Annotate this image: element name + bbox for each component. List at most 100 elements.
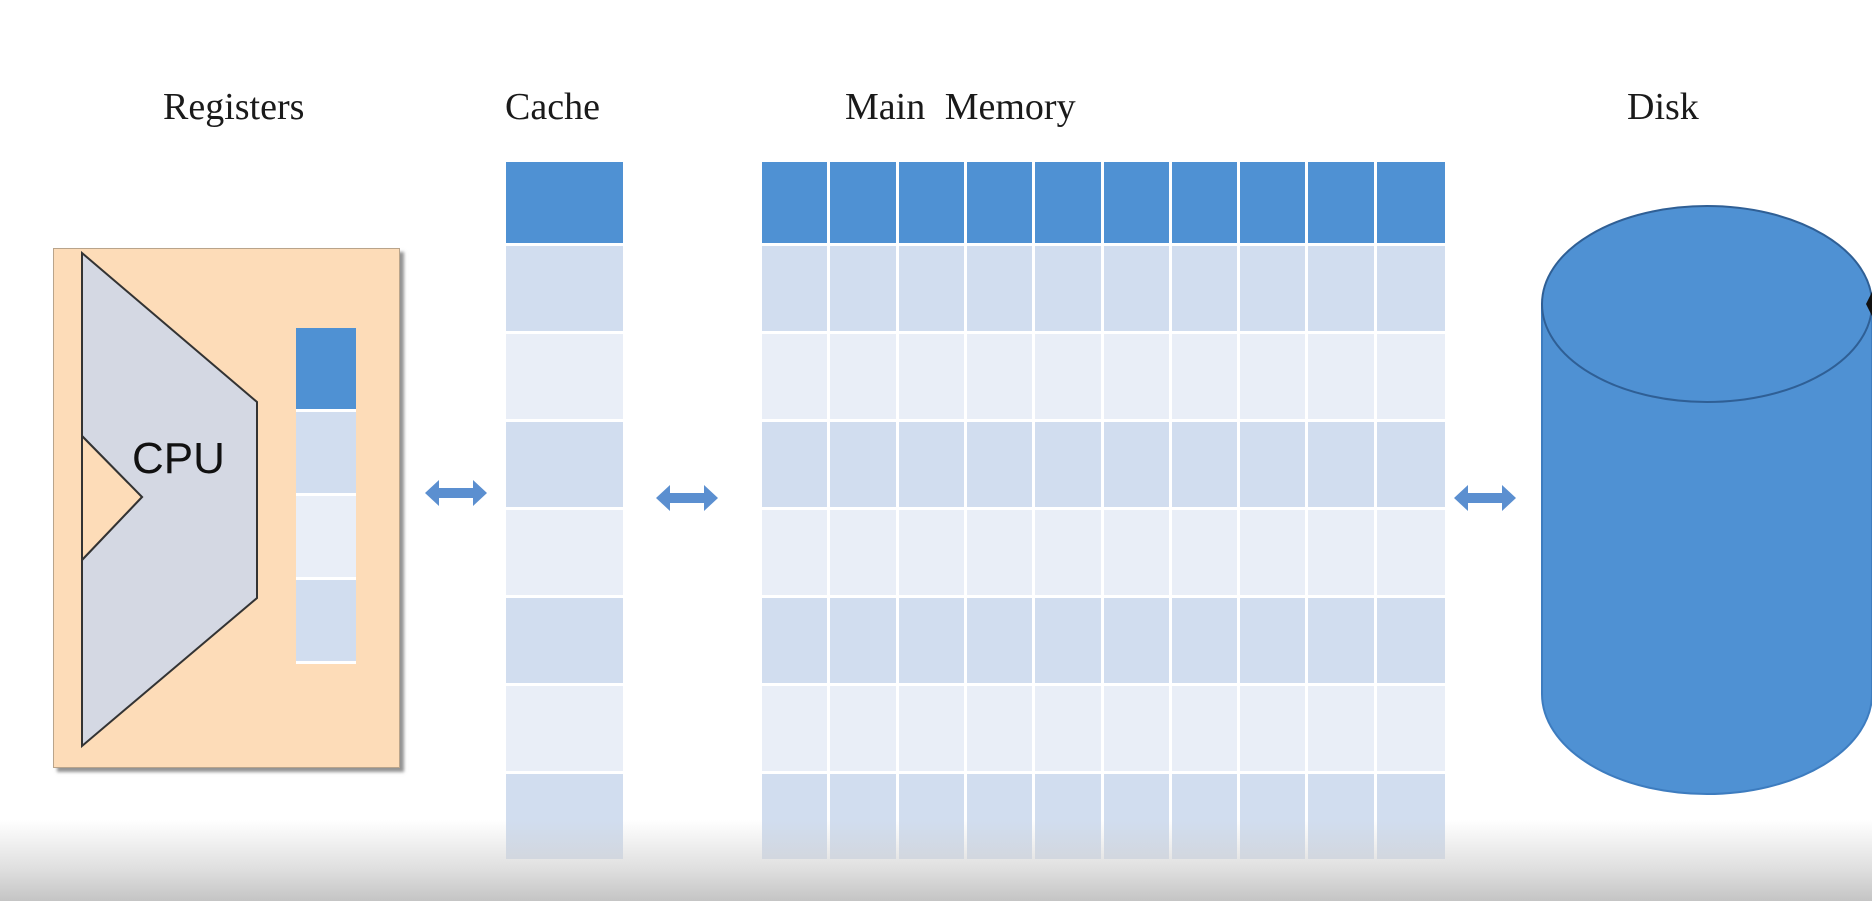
memory-cell [1308,246,1377,334]
memory-cell [1240,162,1309,246]
memory-cell [898,422,967,510]
memory-cell [762,510,831,598]
register-cell [296,328,356,412]
memory-cell [762,686,831,774]
memory-cell [1308,774,1377,862]
memory-cell [1171,774,1241,862]
memory-cell [1308,334,1377,422]
memory-cell [1376,598,1445,686]
memory-cell [762,774,831,862]
memory-cell [1240,422,1309,510]
memory-cell [830,510,899,598]
memory-cell [830,162,899,246]
memory-cell [1240,246,1309,334]
memory-cell [898,774,967,862]
memory-cell [1171,510,1241,598]
cache-cell [506,246,623,334]
memory-cell [1376,334,1445,422]
register-cell [296,412,356,496]
cache-cell [506,598,623,686]
main-memory-grid [762,162,1445,862]
double-arrow-icon [425,480,487,506]
memory-cell [762,598,831,686]
memory-cell [1171,422,1241,510]
disk-cylinder-icon [1541,205,1872,795]
memory-cell [966,598,1036,686]
memory-cell [1240,510,1309,598]
memory-cell [1240,686,1309,774]
memory-cell [1171,246,1241,334]
memory-cell [1376,162,1445,246]
memory-cell [1103,334,1172,422]
register-cell [296,580,356,664]
memory-cell [830,246,899,334]
memory-cell [830,774,899,862]
memory-cell [1308,162,1377,246]
memory-cell [1035,334,1104,422]
memory-cell [830,334,899,422]
double-arrow-icon [1454,485,1516,511]
memory-cell [1308,686,1377,774]
memory-cell [966,686,1036,774]
registers-label: Registers [163,86,305,128]
memory-cell [898,598,967,686]
register-cell [296,496,356,580]
memory-cell [1035,598,1104,686]
main-memory-label: Main Memory [845,86,1076,128]
cpu-alu-shape [81,250,258,749]
memory-cell [1035,162,1104,246]
disk-top [1541,205,1872,403]
cpu-label: CPU [132,434,225,483]
memory-cell [966,510,1036,598]
disk-label: Disk [1627,86,1699,128]
memory-cell [1376,686,1445,774]
memory-cell [966,246,1036,334]
memory-cell [1035,774,1104,862]
memory-cell [1240,598,1309,686]
memory-cell [1376,510,1445,598]
memory-cell [966,162,1036,246]
memory-cell [1240,774,1309,862]
cache-cell [506,162,623,246]
memory-cell [1103,162,1172,246]
memory-cell [1376,246,1445,334]
memory-cell [1103,598,1172,686]
memory-cell [762,422,831,510]
cache-cell [506,334,623,422]
memory-cell [1308,422,1377,510]
memory-cell [1376,774,1445,862]
memory-cell [830,422,899,510]
cpu-alu-notch [81,433,144,563]
memory-cell [1103,246,1172,334]
memory-cell [1103,422,1172,510]
memory-cell [830,598,899,686]
memory-cell [1035,246,1104,334]
memory-cell [898,246,967,334]
disk-body [1541,303,1872,795]
memory-cell [898,686,967,774]
memory-cell [1171,162,1241,246]
memory-cell [762,162,831,246]
memory-cell [1171,334,1241,422]
memory-cell [762,334,831,422]
memory-cell [966,334,1036,422]
memory-cell [1035,422,1104,510]
memory-cell [1240,334,1309,422]
memory-cell [1035,686,1104,774]
memory-cell [1103,686,1172,774]
memory-cell [898,162,967,246]
memory-cell [1035,510,1104,598]
memory-cell [762,246,831,334]
memory-cell [1376,422,1445,510]
memory-cell [1103,510,1172,598]
memory-cell [1103,774,1172,862]
memory-cell [1308,510,1377,598]
cache-column [506,162,623,862]
memory-cell [966,422,1036,510]
cache-cell [506,774,623,862]
register-stack [296,328,356,664]
memory-cell [830,686,899,774]
cache-cell [506,510,623,598]
double-arrow-icon [656,485,718,511]
